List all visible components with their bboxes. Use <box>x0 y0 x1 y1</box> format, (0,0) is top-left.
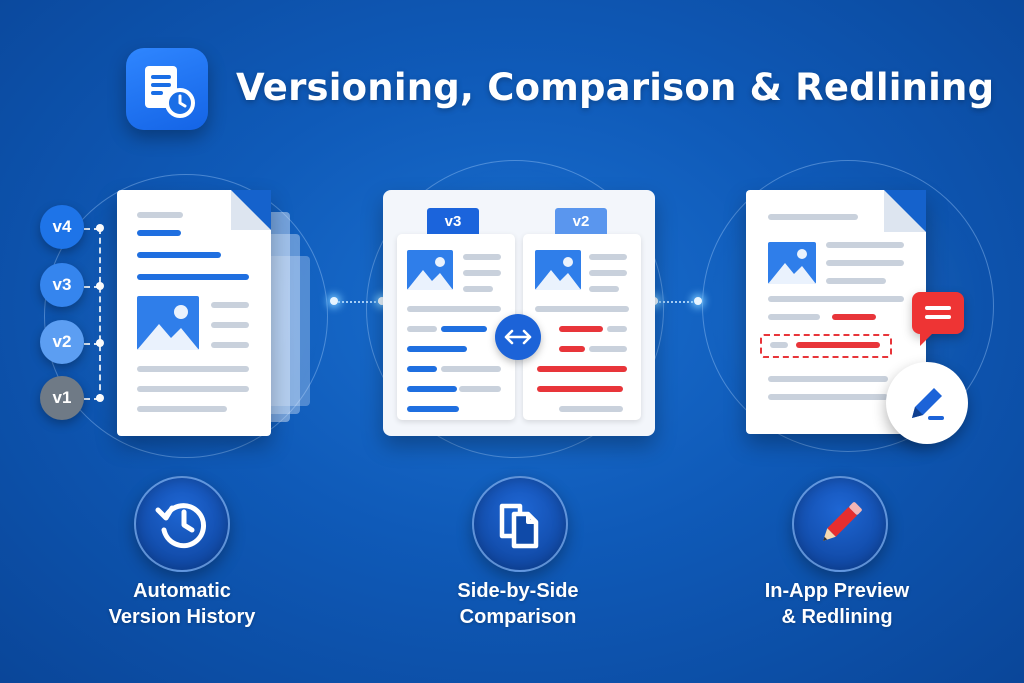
swap-arrows-icon <box>504 329 532 345</box>
connector-dot <box>694 297 702 305</box>
connector-dot <box>378 297 386 305</box>
timeline-node <box>96 394 104 402</box>
comparison-panel: v3 v2 <box>383 190 655 436</box>
feature-label-line: Version History <box>108 606 256 628</box>
version-badge-v3[interactable]: v3 <box>40 263 84 307</box>
comparison-feature-icon <box>472 476 568 572</box>
compare-document-right[interactable] <box>523 234 641 420</box>
feature-label-line: Comparison <box>459 606 577 628</box>
tab-version-v3[interactable]: v3 <box>427 208 479 234</box>
app-logo-icon <box>126 48 208 130</box>
history-clock-icon <box>155 503 206 549</box>
feature-label-line: Automatic <box>133 580 231 602</box>
image-placeholder-icon <box>137 296 199 350</box>
comment-bubble-icon[interactable] <box>912 292 964 346</box>
feature-label-line: & Redlining <box>781 606 893 628</box>
page-fold <box>884 190 926 232</box>
feature-label-comparison: Side-by-Side Comparison <box>408 578 628 630</box>
copy-documents-icon <box>499 503 539 549</box>
feature-label-line: In-App Preview <box>764 580 910 602</box>
version-history-feature-icon <box>134 476 230 572</box>
swap-versions-button[interactable] <box>495 314 541 360</box>
version-badge-v1[interactable]: v1 <box>40 376 84 420</box>
image-placeholder-icon <box>535 250 581 290</box>
red-pencil-icon <box>823 502 862 541</box>
pen-icon <box>912 388 944 420</box>
page-fold <box>231 190 271 230</box>
timeline-tick <box>84 286 100 288</box>
connector-right <box>656 301 700 303</box>
page-title: Versioning, Comparison & Redlining <box>236 66 995 109</box>
connector-left <box>334 301 384 303</box>
compare-document-left[interactable] <box>397 234 515 420</box>
timeline-node <box>96 282 104 290</box>
timeline-tick <box>84 228 100 230</box>
edit-pen-button[interactable] <box>886 362 968 444</box>
feature-label-version-history: Automatic Version History <box>72 578 292 630</box>
version-badge-v2[interactable]: v2 <box>40 320 84 364</box>
feature-label-line: Side-by-Side <box>457 580 579 602</box>
version-timeline <box>99 228 101 400</box>
version-badge-v4[interactable]: v4 <box>40 205 84 249</box>
image-placeholder-icon <box>407 250 453 290</box>
connector-dot <box>330 297 338 305</box>
tab-version-v2[interactable]: v2 <box>555 208 607 234</box>
feature-label-redlining: In-App Preview & Redlining <box>727 578 947 630</box>
timeline-tick <box>84 343 100 345</box>
current-version-document[interactable] <box>117 190 271 436</box>
timeline-node <box>96 339 104 347</box>
redline-highlight[interactable] <box>760 334 892 358</box>
timeline-tick <box>84 398 100 400</box>
redlining-feature-icon <box>792 476 888 572</box>
timeline-node <box>96 224 104 232</box>
image-placeholder-icon <box>768 242 816 284</box>
